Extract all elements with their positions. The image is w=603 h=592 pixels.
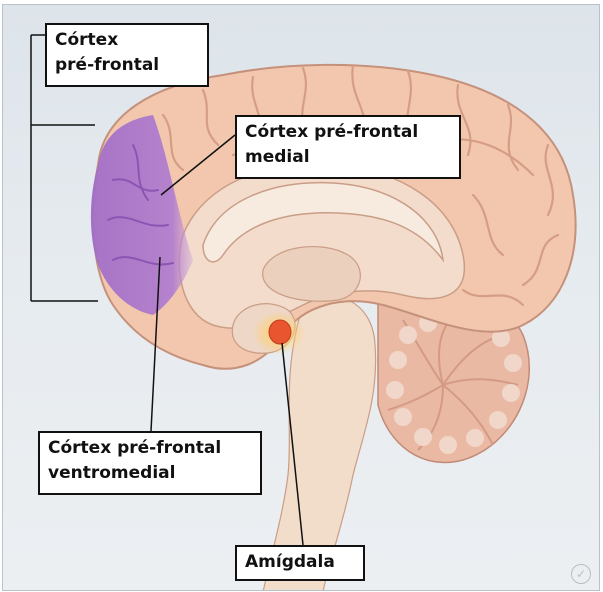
label-medial-line1: Córtex pré-frontal: [245, 120, 451, 145]
label-prefrontal-cortex: Córtex pré-frontal: [45, 23, 209, 87]
label-medial-prefrontal-cortex: Córtex pré-frontal medial: [235, 115, 461, 179]
brain-illustration: [3, 5, 600, 591]
check-circle-icon: ✓: [571, 564, 591, 584]
amygdala: [269, 320, 291, 344]
label-amygdala: Amígdala: [235, 545, 365, 581]
label-ventromedial-prefrontal-cortex: Córtex pré-frontal ventromedial: [38, 431, 262, 495]
label-ventromedial-line2: ventromedial: [48, 461, 252, 486]
thalamus: [263, 247, 361, 302]
label-ventromedial-line1: Córtex pré-frontal: [48, 436, 252, 461]
label-medial-line2: medial: [245, 145, 451, 170]
label-prefrontal-line1: Córtex: [55, 28, 199, 53]
label-prefrontal-line2: pré-frontal: [55, 53, 199, 78]
diagram-canvas: Córtex pré-frontal Córtex pré-frontal me…: [2, 4, 600, 591]
label-amygdala-line1: Amígdala: [245, 550, 355, 575]
